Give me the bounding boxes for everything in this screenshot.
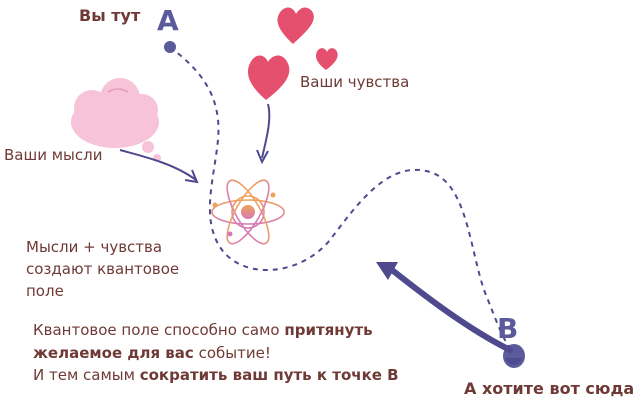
thoughts-arrow [119, 149, 199, 184]
feelings-label: Ваши чувства [300, 73, 410, 91]
message-line-1-emphasis: притянуть [284, 321, 373, 339]
atom-icon [211, 179, 285, 245]
feelings-arrow [256, 103, 271, 165]
thought-cloud-icon [71, 78, 161, 162]
message-line-3-text: И тем самым [33, 366, 140, 384]
message-line-2-text: событие! [193, 343, 271, 362]
message-line-3: И тем самым сократить ваш путь к точке B [33, 364, 399, 387]
message-line-1-text: Квантовое поле способно само [33, 321, 285, 339]
thoughts-label: Ваши мысли [4, 146, 103, 164]
shortcut-arrow [376, 262, 513, 353]
dashed-path [169, 46, 515, 353]
heart-icon [247, 7, 338, 100]
message-line-1: Квантовое поле способно само притянуть [33, 319, 399, 342]
message-line-2: желаемое для вас событие! [33, 342, 399, 365]
you-are-here-label: Вы тут [79, 6, 141, 25]
thoughts-feelings-caption: Мысли + чувства создают квантовое поле [26, 238, 180, 300]
want-here-label: А хотите вот сюда [464, 379, 635, 398]
message-line-2-emphasis: желаемое для вас [33, 343, 194, 362]
message-line-3-emphasis: сократить ваш путь к точке B [139, 366, 399, 384]
point-a-label: A [157, 4, 179, 37]
point-a-dot [164, 41, 176, 53]
quantum-message: Квантовое поле способно само притянуть ж… [33, 319, 399, 387]
point-b-label: B [497, 312, 519, 345]
